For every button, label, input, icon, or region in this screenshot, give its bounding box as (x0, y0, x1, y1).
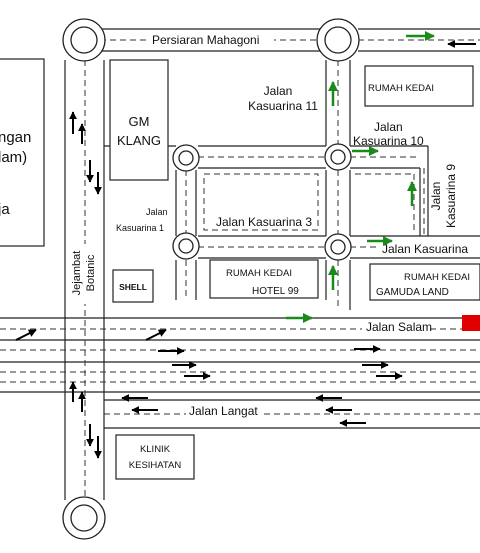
kasuarina-11-label-1: Jalan (264, 84, 293, 98)
black-arrow-salam-diag-2 (145, 329, 167, 341)
black-arrow-salam-diag-1 (15, 329, 37, 341)
rumah-kedai-hotel-label-1: RUMAH KEDAI (226, 268, 292, 279)
left-building (0, 58, 45, 247)
roundabout-top-right (316, 18, 360, 62)
jalan-langat-label: Jalan Langat (189, 404, 258, 418)
gm-klang-label-1: GM (129, 114, 150, 129)
kasuarina-10-label-1: Jalan (374, 120, 403, 134)
rumah-kedai-gamuda-building (369, 263, 480, 301)
rumah-kedai-gamuda-label-1: RUMAH KEDAI (404, 272, 470, 283)
roundabout-kasuarina-3 (324, 233, 352, 261)
roundabout-kasuarina-10 (324, 143, 352, 171)
kasuarina-10-label-2: Kasuarina 10 (353, 134, 424, 148)
rumah-kedai-hotel-label-2: HOTEL 99 (252, 286, 299, 297)
kasuarina-11-label-2: Kasuarina 11 (248, 99, 318, 113)
roundabout-top-left (62, 18, 106, 62)
green-arrows (286, 31, 435, 323)
klinik-label-2: KESIHATAN (129, 460, 182, 471)
rumah-kedai-top-building (364, 65, 474, 107)
black-arrows (15, 40, 476, 459)
kasuarina-9-label-2: Kasuarina 9 (444, 164, 458, 228)
rumah-kedai-hotel-building (209, 259, 319, 299)
lane-dashes (0, 39, 480, 500)
gm-klang-building (109, 59, 169, 181)
rumah-kedai-gamuda-label-2: GAMUDA LAND (376, 287, 449, 298)
klinik-building (115, 434, 195, 480)
road-labels: Persiaran Mahagoni Jalan Kasuarina 11 Ja… (70, 32, 480, 420)
kasuarina-1-label-2: Kasuarina 1 (116, 223, 164, 233)
roundabout-kasuarina-1-bottom (172, 232, 200, 260)
roundabout-bottom-left (62, 496, 106, 540)
roundabouts (62, 18, 360, 540)
kasuarina-3-label: Jalan Kasuarina 3 (216, 215, 312, 229)
roundabout-kasuarina-1-top (172, 144, 200, 172)
shell-label: SHELL (119, 282, 147, 292)
left-building-line-3: ja (0, 201, 10, 218)
shell-building (112, 269, 154, 303)
kasuarina-right-label: Jalan Kasuarina (382, 242, 468, 256)
left-building-line-1: ngan (0, 129, 31, 146)
jejambat-botanic-label-1: Jejambat (71, 251, 83, 296)
klinik-label-1: KLINIK (140, 444, 171, 455)
rumah-kedai-top-label: RUMAH KEDAI (368, 83, 434, 94)
jejambat-botanic-label-2: Botanic (85, 254, 97, 291)
kasuarina-1-label-1: Jalan (146, 207, 168, 217)
buildings: ngan lam) ja GM KLANG RUMAH KEDAI RUMAH … (0, 58, 480, 480)
left-building-line-2: lam) (0, 149, 27, 166)
persiaran-mahagoni-label: Persiaran Mahagoni (152, 33, 259, 47)
red-marker (462, 315, 480, 331)
jalan-salam-label: Jalan Salam (366, 320, 432, 334)
gm-klang-label-2: KLANG (117, 133, 161, 148)
kasuarina-9-label-1: Jalan (429, 182, 443, 211)
